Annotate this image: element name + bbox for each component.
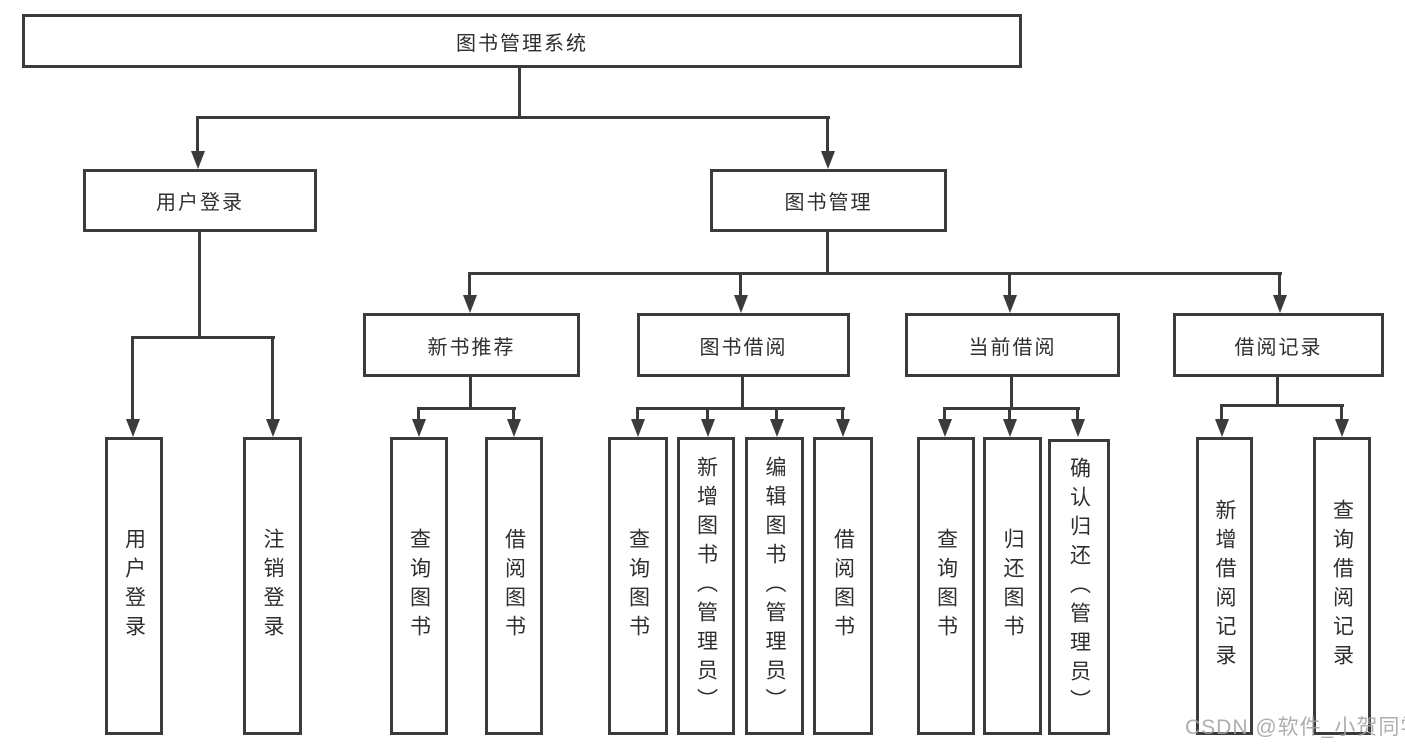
connector-line [468,273,471,297]
arrow-down-icon [1215,419,1229,437]
leaf-add-books-admin: 新增图书（管理员） [677,437,735,735]
leaf-query-books-newbook: 查询图书 [390,437,448,735]
connector-line [943,408,946,421]
connector-line [131,336,275,339]
connector-line [469,377,472,408]
connector-line [512,408,515,421]
leaf-query-books-current: 查询图书 [917,437,975,735]
node-label: 注销登录 [261,528,284,644]
arrow-down-icon [191,151,205,169]
connector-line [271,337,274,421]
arrow-down-icon [734,295,748,313]
node-label: 当前借阅 [968,336,1057,359]
arrow-down-icon [507,419,521,437]
arrow-down-icon [836,419,850,437]
connector-line [196,116,830,119]
arrow-down-icon [631,419,645,437]
connector-line [198,232,201,337]
connector-line [943,407,1080,410]
connector-line [417,407,516,410]
connector-line [636,407,845,410]
arrow-down-icon [701,419,715,437]
connector-line [826,232,829,273]
node-label: 借阅图书 [502,528,526,644]
connector-line [741,377,744,408]
csdn-watermark: CSDN @软件_小贺同学 [1185,716,1405,739]
node-label: 借阅图书 [831,528,855,644]
arrow-down-icon [770,419,784,437]
node-label: 新书推荐 [427,336,516,359]
node-book-borrow: 图书借阅 [637,313,850,377]
connector-line [636,408,639,421]
connector-line [1220,405,1223,421]
arrow-down-icon [1003,419,1017,437]
leaf-borrow-books-newbook: 借阅图书 [485,437,543,735]
arrow-down-icon [1003,295,1017,313]
arrow-down-icon [463,295,477,313]
node-label: 用户登录 [122,528,146,644]
connector-line [196,117,199,153]
connector-line [417,408,420,421]
connector-line [1220,404,1344,407]
leaf-logout: 注销登录 [243,437,302,735]
node-user-login: 用户登录 [83,169,317,232]
connector-line [706,408,709,421]
node-label: 图书管理系统 [456,32,588,55]
connector-line [826,117,829,153]
arrow-down-icon [1071,419,1085,437]
leaf-user-login: 用户登录 [105,437,163,735]
node-label: 确认归还（管理员） [1067,456,1091,718]
node-root-system: 图书管理系统 [22,14,1022,68]
node-current-borrow: 当前借阅 [905,313,1120,377]
arrow-down-icon [821,151,835,169]
leaf-query-borrow-record: 查询借阅记录 [1313,437,1371,735]
leaf-return-books: 归还图书 [983,437,1042,735]
connector-line [131,337,134,421]
connector-line [1076,408,1079,421]
node-label: 归还图书 [1001,528,1024,644]
connector-line [1276,377,1279,405]
arrow-down-icon [1273,295,1287,313]
node-book-management: 图书管理 [710,169,947,232]
arrow-down-icon [938,419,952,437]
leaf-add-borrow-record: 新增借阅记录 [1196,437,1253,735]
leaf-edit-books-admin: 编辑图书（管理员） [745,437,804,735]
connector-line [841,408,844,421]
leaf-borrow-books-borrow: 借阅图书 [813,437,873,735]
leaf-confirm-return-admin: 确认归还（管理员） [1048,439,1110,735]
connector-line [1010,377,1013,408]
connector-line [518,66,521,117]
node-label: 查询图书 [626,528,650,644]
arrow-down-icon [126,419,140,437]
node-label: 借阅记录 [1234,336,1323,359]
node-label: 查询图书 [407,528,431,644]
node-label: 用户登录 [156,192,244,214]
connector-line [739,273,742,297]
node-borrow-records: 借阅记录 [1173,313,1384,377]
connector-line [468,272,1282,275]
arrow-down-icon [266,419,280,437]
connector-line [1278,273,1281,297]
arrow-down-icon [1335,419,1349,437]
node-label: 新增借阅记录 [1213,499,1236,673]
arrow-down-icon [412,419,426,437]
node-label: 编辑图书（管理员） [763,455,786,717]
leaf-query-books-borrow: 查询图书 [608,437,668,735]
connector-line [1340,405,1343,421]
node-label: 新增图书（管理员） [694,455,718,717]
node-label: 查询图书 [934,528,958,644]
connector-line [775,408,778,421]
node-label: 图书管理 [784,192,873,214]
node-label: 查询借阅记录 [1330,499,1354,673]
node-label: 图书借阅 [699,336,788,359]
connector-line [1008,273,1011,297]
node-new-book-recommend: 新书推荐 [363,313,580,377]
connector-line [1008,408,1011,421]
